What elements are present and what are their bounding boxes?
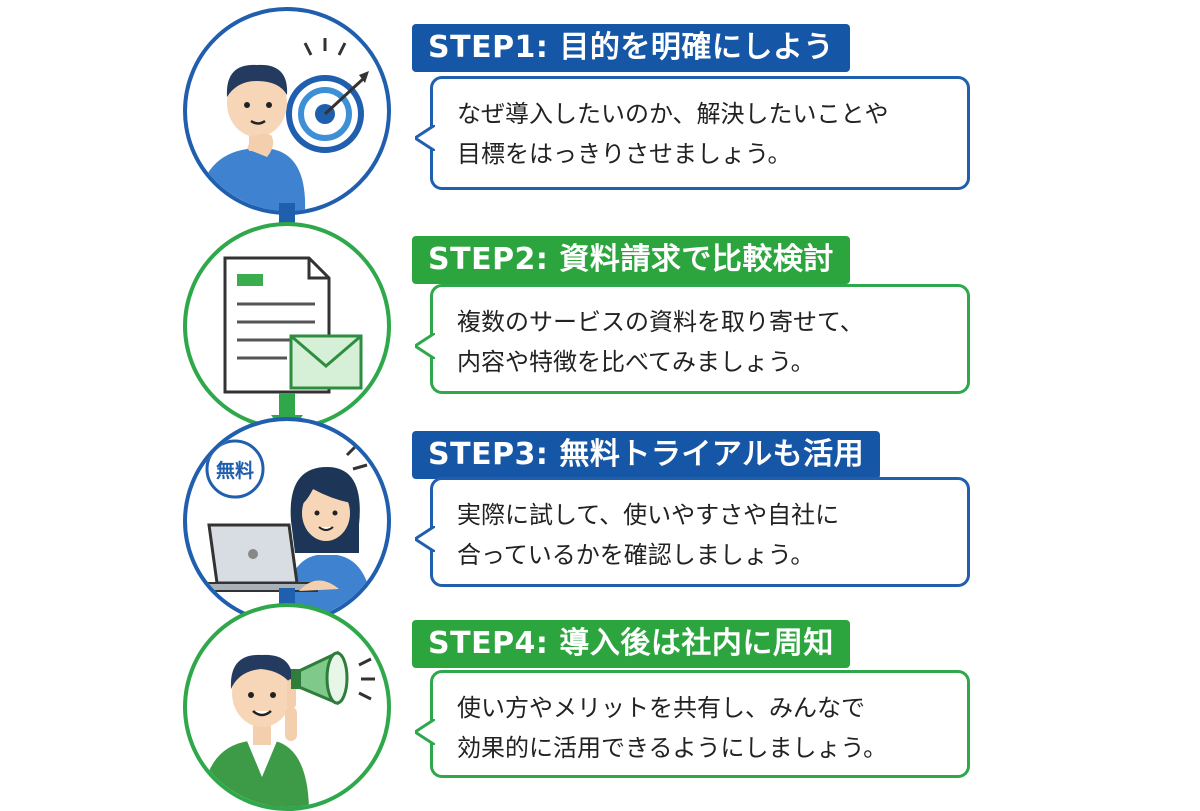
bubble-tail (415, 526, 435, 552)
description-line: 効果的に活用できるようにしましょう。 (457, 734, 888, 762)
description-line: 使い方やメリットを共有し、みんなで (457, 694, 865, 722)
description-line: 実際に試して、使いやすさや自社に (457, 501, 840, 529)
step1-description: なぜ導入したいのか、解決したいことや 目標をはっきりさせましょう。 (415, 76, 970, 190)
step2-title: STEP2: 資料請求で比較検討 (412, 236, 850, 284)
person-with-megaphone (201, 650, 375, 807)
step3-title: STEP3: 無料トライアルも活用 (412, 431, 881, 479)
description-line: 合っているかを確認しましょう。 (457, 541, 815, 569)
free-badge: 無料 (205, 439, 265, 499)
laptop-icon (206, 523, 318, 592)
step4-illustration (183, 603, 391, 811)
bubble-tail (415, 125, 435, 151)
megaphone-icon (291, 650, 375, 706)
envelope-icon (289, 334, 363, 390)
bubble-tail (415, 333, 435, 359)
bubble-tail (415, 719, 435, 745)
thinking-person-with-target (197, 38, 369, 211)
step1-illustration (183, 7, 391, 215)
step4-title: STEP4: 導入後は社内に周知 (412, 620, 850, 668)
description-line: 目標をはっきりさせましょう。 (457, 140, 792, 168)
step3-description: 実際に試して、使いやすさや自社に 合っているかを確認しましょう。 (415, 477, 970, 587)
description-line: なぜ導入したいのか、解決したいことや (457, 100, 889, 128)
step1-title: STEP1: 目的を明確にしよう (412, 24, 850, 72)
step2-description: 複数のサービスの資料を取り寄せて、 内容や特徴を比べてみましょう。 (415, 284, 970, 394)
description-line: 複数のサービスの資料を取り寄せて、 (457, 308, 864, 336)
step4-description: 使い方やメリットを共有し、みんなで 効果的に活用できるようにしましょう。 (415, 670, 970, 778)
free-badge-text: 無料 (216, 459, 254, 482)
document-with-envelope (223, 256, 363, 394)
description-line: 内容や特徴を比べてみましょう。 (457, 348, 815, 376)
target-icon (286, 38, 369, 153)
